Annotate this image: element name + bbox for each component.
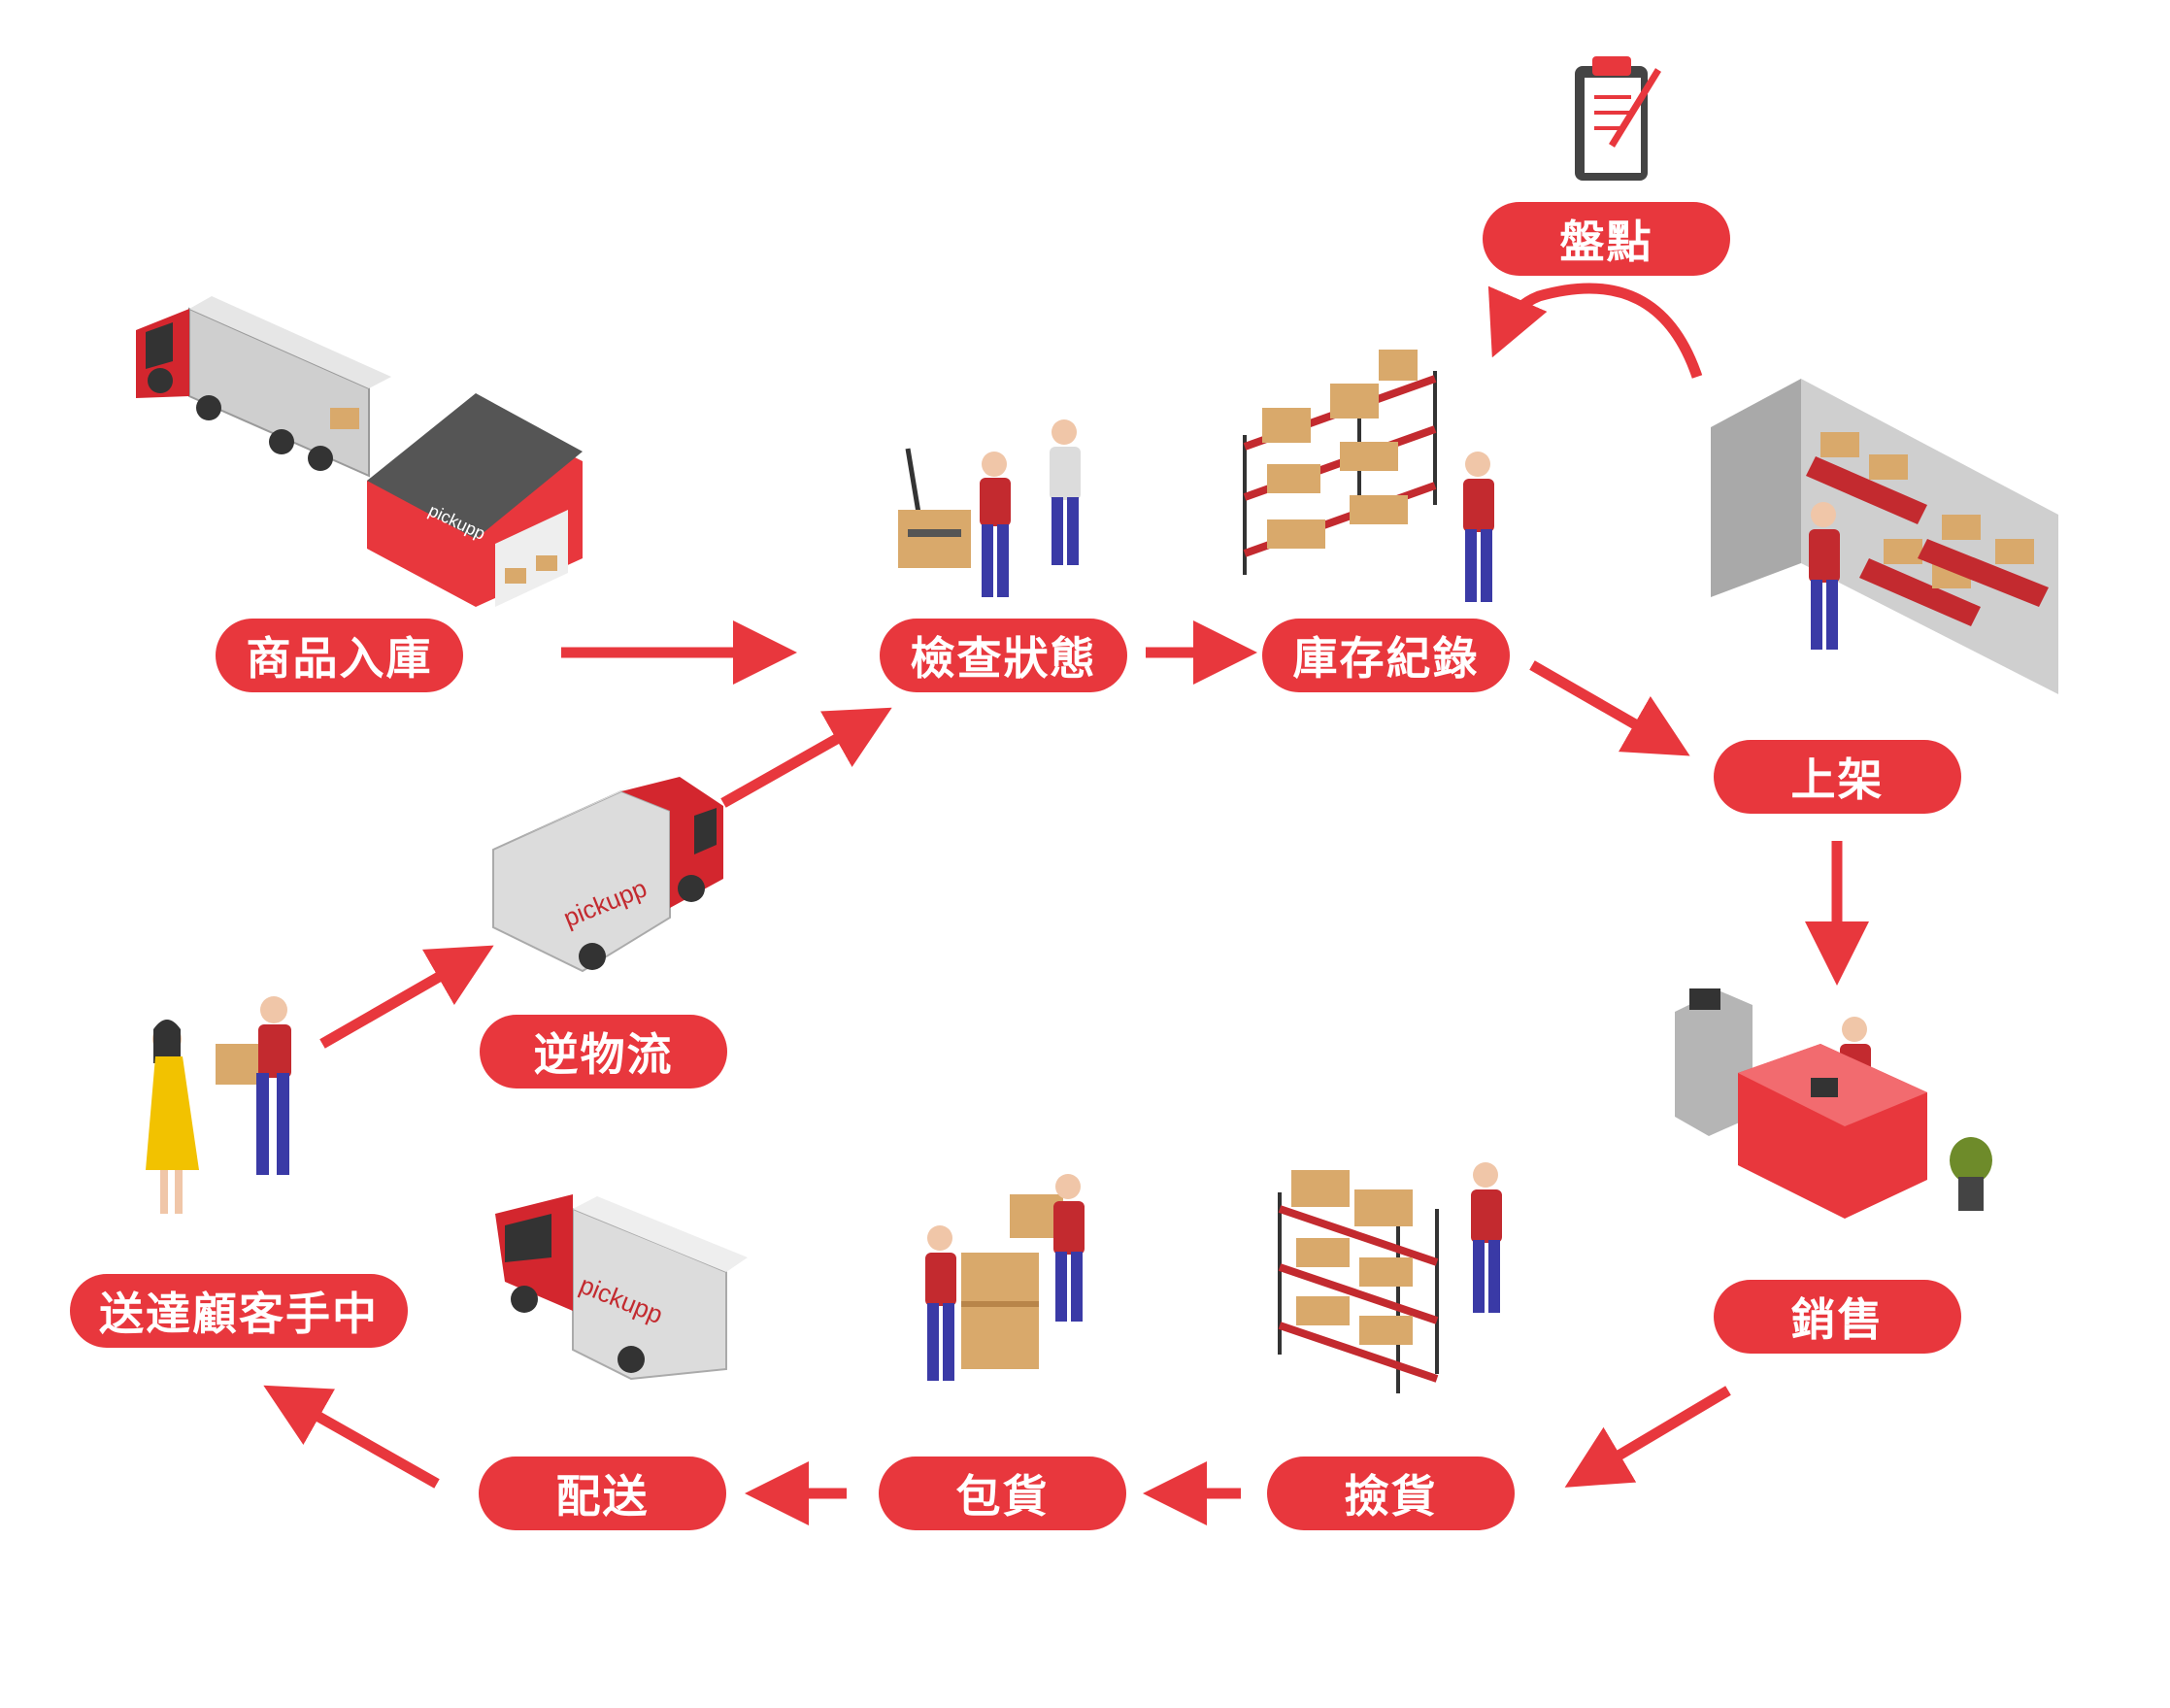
inbound-truck-warehouse-illustration: pickupp: [136, 296, 583, 607]
step-delivery: 配送: [479, 1457, 726, 1530]
inspect-workers-illustration: [898, 419, 1081, 597]
step-reverse-label: 逆物流: [533, 1028, 674, 1081]
shelving-wall-illustration: [1711, 379, 2058, 694]
arrow-stocktake-loop: [1487, 283, 1703, 379]
step-inbound-label: 商品入庫: [246, 632, 433, 685]
step-stocktake: 盤點: [1483, 202, 1730, 276]
arrow-reverse-to-inspect: [720, 707, 892, 808]
step-stocktake-label: 盤點: [1559, 216, 1653, 268]
step-sales-label: 銷售: [1790, 1293, 1885, 1346]
step-packing-label: 包貨: [955, 1470, 1050, 1523]
record-shelving-illustration: [1243, 350, 1494, 602]
arrow-record-to-shelving: [1529, 660, 1690, 756]
clipboard-icon: [1575, 56, 1661, 181]
step-shelving: 上架: [1714, 740, 1961, 814]
step-shelving-label: 上架: [1790, 754, 1885, 806]
flow-arrows: [263, 283, 1869, 1525]
step-sales: 銷售: [1714, 1280, 1961, 1354]
arrow-sales-to-picking: [1564, 1386, 1731, 1488]
step-record: 庫存紀錄: [1262, 619, 1510, 692]
step-handover-label: 送達顧客手中: [99, 1288, 379, 1340]
step-inbound: 商品入庫: [216, 619, 463, 692]
arrow-handover-to-reverse: [319, 945, 494, 1049]
sales-counter-illustration: [1675, 988, 1992, 1219]
picking-rack-illustration: [1278, 1162, 1502, 1393]
step-picking-label: 撿貨: [1344, 1470, 1438, 1523]
step-delivery-label: 配送: [555, 1470, 650, 1523]
handover-illustration: [146, 996, 291, 1214]
step-inspect-label: 檢查狀態: [910, 632, 1097, 685]
step-reverse: 逆物流: [480, 1015, 727, 1088]
arrow-delivery-to-handover: [263, 1385, 440, 1489]
step-handover: 送達顧客手中: [70, 1274, 408, 1348]
delivery-truck-illustration: pickupp: [495, 1194, 748, 1381]
step-packing: 包貨: [879, 1457, 1126, 1530]
step-inspect: 檢查狀態: [880, 619, 1127, 692]
reverse-truck-illustration: pickupp: [492, 777, 723, 973]
step-record-label: 庫存紀錄: [1292, 632, 1480, 685]
step-picking: 撿貨: [1267, 1457, 1515, 1530]
packing-workers-illustration: [925, 1174, 1085, 1381]
